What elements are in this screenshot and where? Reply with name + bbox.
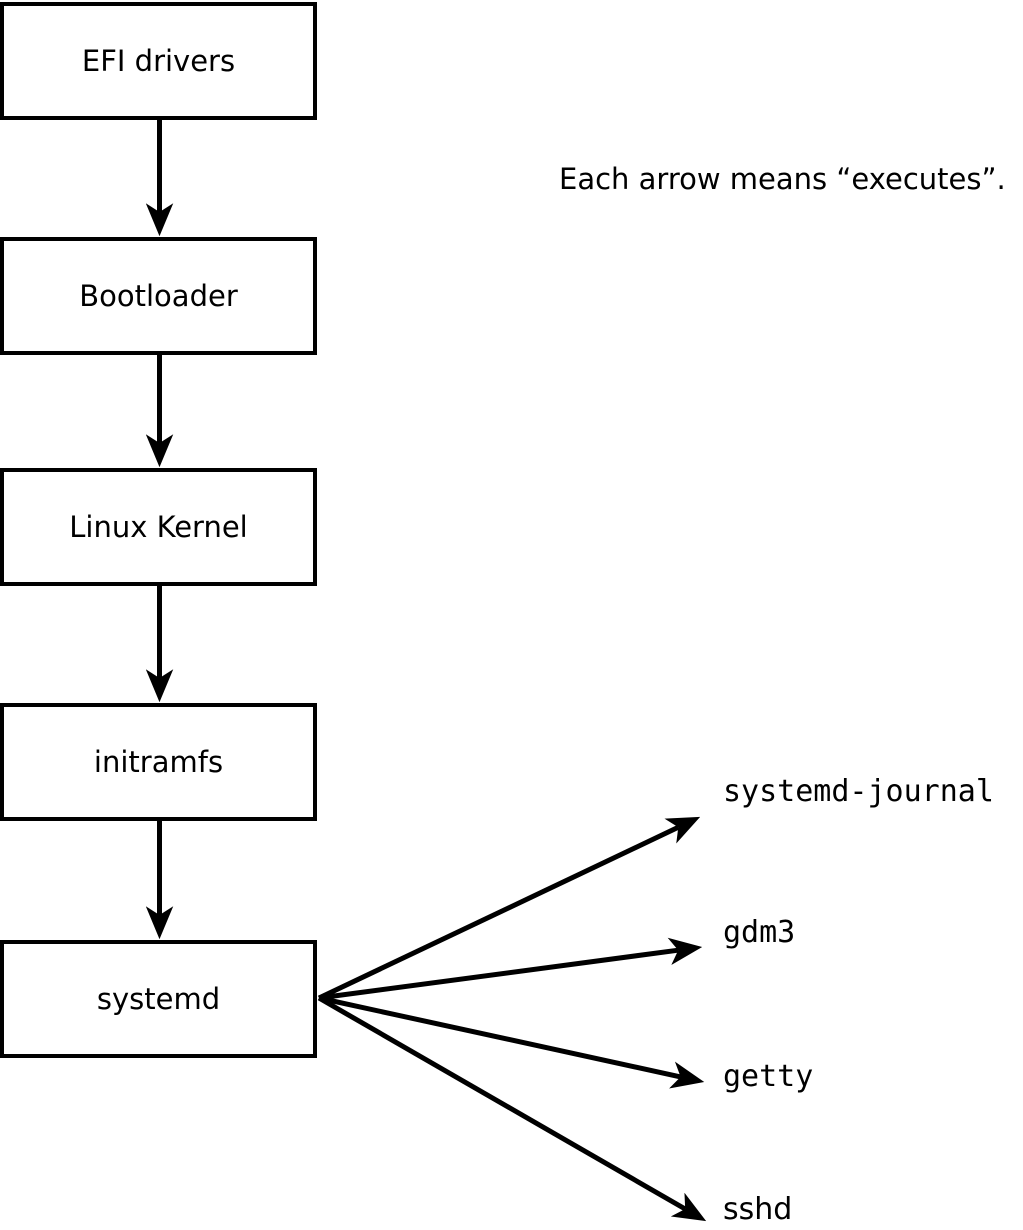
flow-node-label: initramfs [93, 744, 224, 779]
arrow-systemd-to-gdm3 [318, 937, 703, 1001]
arrow-systemd-to-sshd [317, 995, 707, 1222]
flow-node-label: Linux Kernel [69, 509, 248, 544]
flow-node-efi-drivers: EFI drivers [0, 2, 317, 120]
flow-node-linux-kernel: Linux Kernel [0, 468, 317, 586]
target-label-gdm3: gdm3 [723, 915, 796, 950]
flow-node-label: systemd [96, 981, 221, 1016]
flow-node-bootloader: Bootloader [0, 237, 317, 355]
flow-node-label: Bootloader [79, 278, 238, 313]
legend-note: Each arrow means “executes”. [559, 162, 1006, 196]
arrow-systemd-to-getty [318, 995, 705, 1089]
target-label-systemd-journal: systemd-journal [723, 774, 994, 809]
flow-node-systemd: systemd [0, 940, 317, 1058]
arrow-systemd-to-journal [317, 816, 701, 1001]
flow-node-initramfs: initramfs [0, 703, 317, 821]
target-label-sshd: sshd [723, 1192, 793, 1227]
target-label-getty: getty [723, 1059, 814, 1094]
flow-node-label: EFI drivers [81, 43, 236, 78]
